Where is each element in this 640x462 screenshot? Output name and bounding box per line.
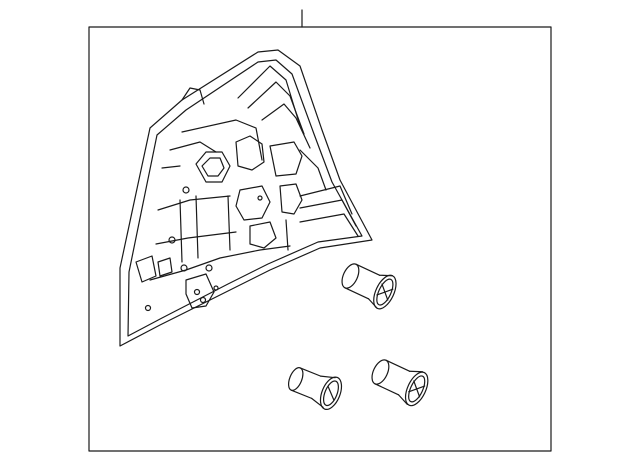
bulb-lower-left: [287, 367, 343, 410]
tail-lamp-assembly: [119, 49, 373, 347]
bulb-upper: [341, 263, 397, 310]
diagram-frame: [88, 26, 552, 452]
bulb-lower-right: [371, 359, 429, 407]
